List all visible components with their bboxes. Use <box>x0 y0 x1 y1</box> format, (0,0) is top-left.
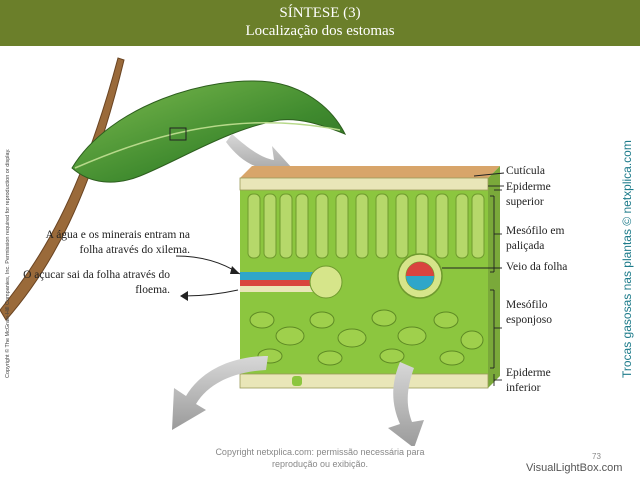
callout-lines <box>175 172 505 386</box>
leaf-cross-section-illustration <box>0 57 505 446</box>
footer-copyright: Copyright netxplica.com: permissão neces… <box>215 447 425 469</box>
slide-subtitle: Localização dos estomas <box>245 23 395 39</box>
copyright-vertical: Copyright © The McGraw-Hill Companies, I… <box>5 148 11 378</box>
upper-epidermis-layer <box>239 177 489 191</box>
leaf-midrib <box>74 121 341 169</box>
slide-title: SÍNTESE (3) <box>279 5 361 21</box>
vein-cross-section <box>397 253 443 299</box>
label-vein: Veio da folha <box>506 261 568 273</box>
stoma-left <box>292 376 302 386</box>
watermark: VisualLightBox.com <box>526 462 623 474</box>
leaf-block <box>239 166 500 389</box>
side-caption: Trocas gasosas nas plantas © netxplica.c… <box>620 140 634 378</box>
block-top <box>240 166 500 178</box>
gas-arrow-right <box>388 362 424 446</box>
lower-epidermis-layer <box>239 373 489 389</box>
label-palisade: Mesófilo em paliçada <box>506 225 565 252</box>
page-number: 73 <box>592 452 601 461</box>
vein-end-left <box>309 265 343 299</box>
spongy-cells <box>249 309 484 366</box>
label-upper-epidermis: Epiderme superior <box>506 181 551 208</box>
block-side <box>488 166 500 388</box>
leaf-zoom-box <box>169 127 187 141</box>
palisade-cells <box>247 193 485 259</box>
label-spongy: Mesófilo esponjoso <box>506 299 552 326</box>
stem <box>0 57 125 321</box>
arrowhead-in <box>230 266 240 274</box>
label-sugar-out: O açucar sai da folha através do floema. <box>23 269 170 296</box>
bundle-sheath-strip <box>240 286 320 292</box>
label-cuticle: Cutícula <box>506 165 545 177</box>
xylem-strip <box>240 272 320 280</box>
label-water-in: A água e os minerais entram na folha atr… <box>45 229 190 256</box>
arrowhead-out <box>180 291 188 301</box>
phloem-strip <box>240 280 320 286</box>
gas-arrow-left <box>172 356 268 430</box>
slide-header: SÍNTESE (3) Localização dos estomas <box>0 0 640 46</box>
label-lower-epidermis: Epiderme inferior <box>506 367 551 394</box>
